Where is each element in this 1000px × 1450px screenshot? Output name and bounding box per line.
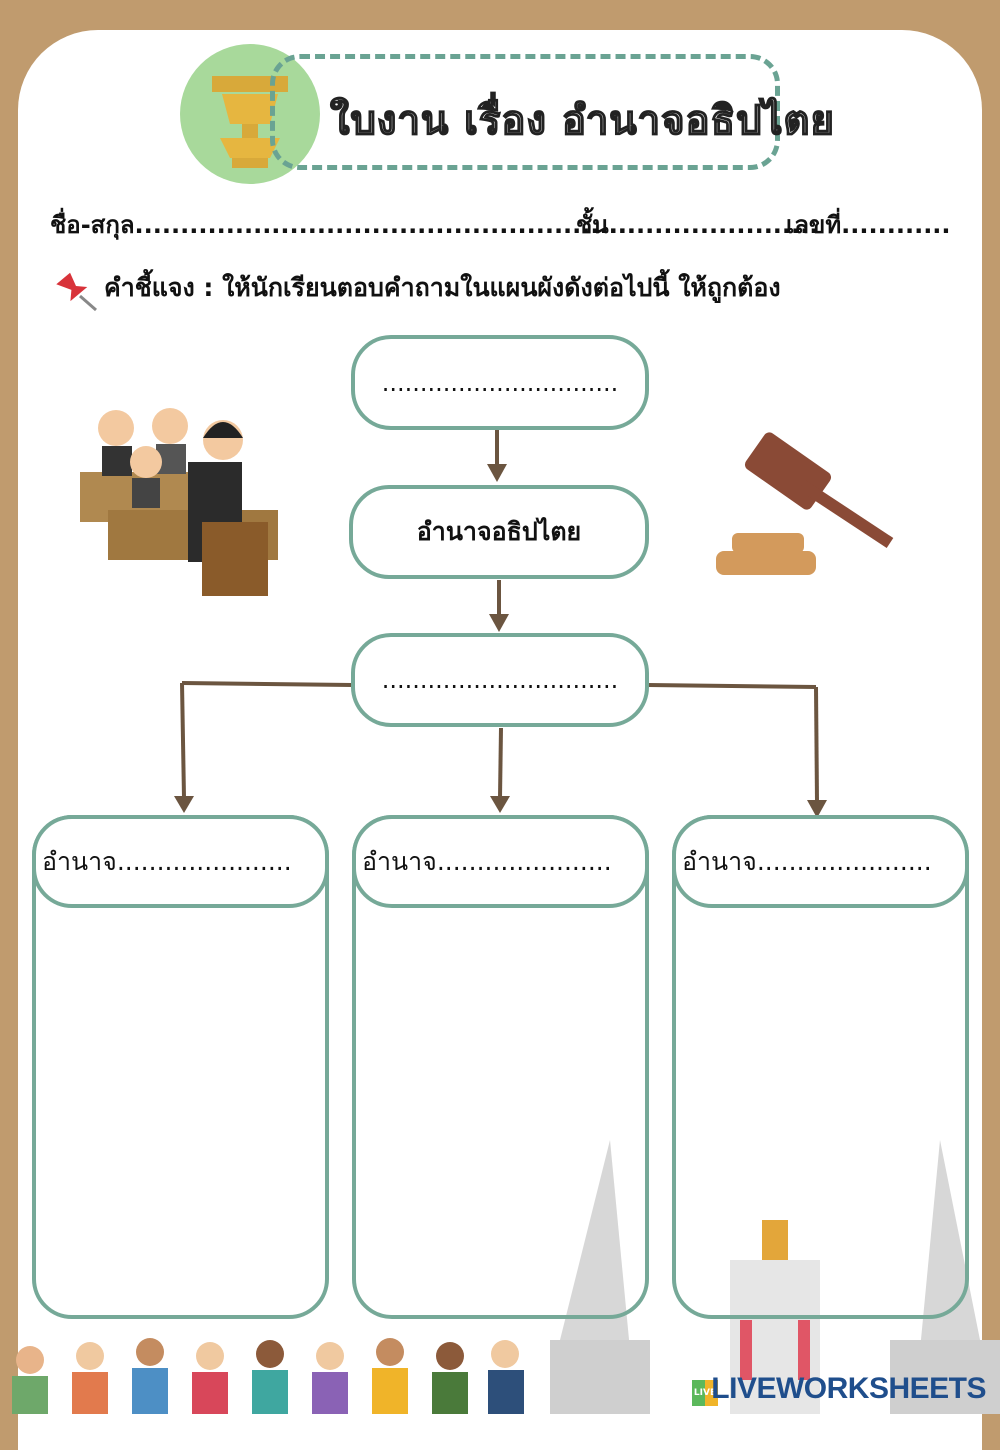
instruction-text: คำชี้แจง : ให้นักเรียนตอบคำถามในแผนผังดั… [104, 273, 781, 302]
number-field[interactable]: เลขที่............ [786, 211, 951, 239]
top-answer-box[interactable]: ............................... [351, 335, 649, 430]
democracy-monument-illustration [540, 1120, 1000, 1414]
pushpin-icon [52, 266, 100, 312]
name-field[interactable]: ชื่อ-สกุล...............................… [50, 211, 636, 239]
power-column-3-header[interactable]: อำนาจ...................... [672, 815, 969, 908]
sovereignty-box: อำนาจอธิปไตย [349, 485, 649, 579]
liveworksheets-logo-icon: LIVE [692, 1380, 718, 1406]
people-crowd-illustration [0, 1330, 540, 1414]
gavel-icon [712, 415, 902, 585]
power-column-2-header[interactable]: อำนาจ...................... [352, 815, 649, 908]
middle-answer-box[interactable]: ............................... [351, 633, 649, 727]
power-column-1-header[interactable]: อำนาจ...................... [32, 815, 329, 908]
title-banner [270, 54, 780, 170]
class-field[interactable]: ชั้น....................... [576, 211, 819, 239]
parliament-illustration [78, 400, 288, 600]
diagram-connectors [174, 430, 827, 818]
worksheet-title: ใบงาน เรื่อง อำนาจอธิปไตย [329, 97, 835, 145]
liveworksheets-brand[interactable]: LIVEWORKSHEETS [711, 1372, 986, 1405]
